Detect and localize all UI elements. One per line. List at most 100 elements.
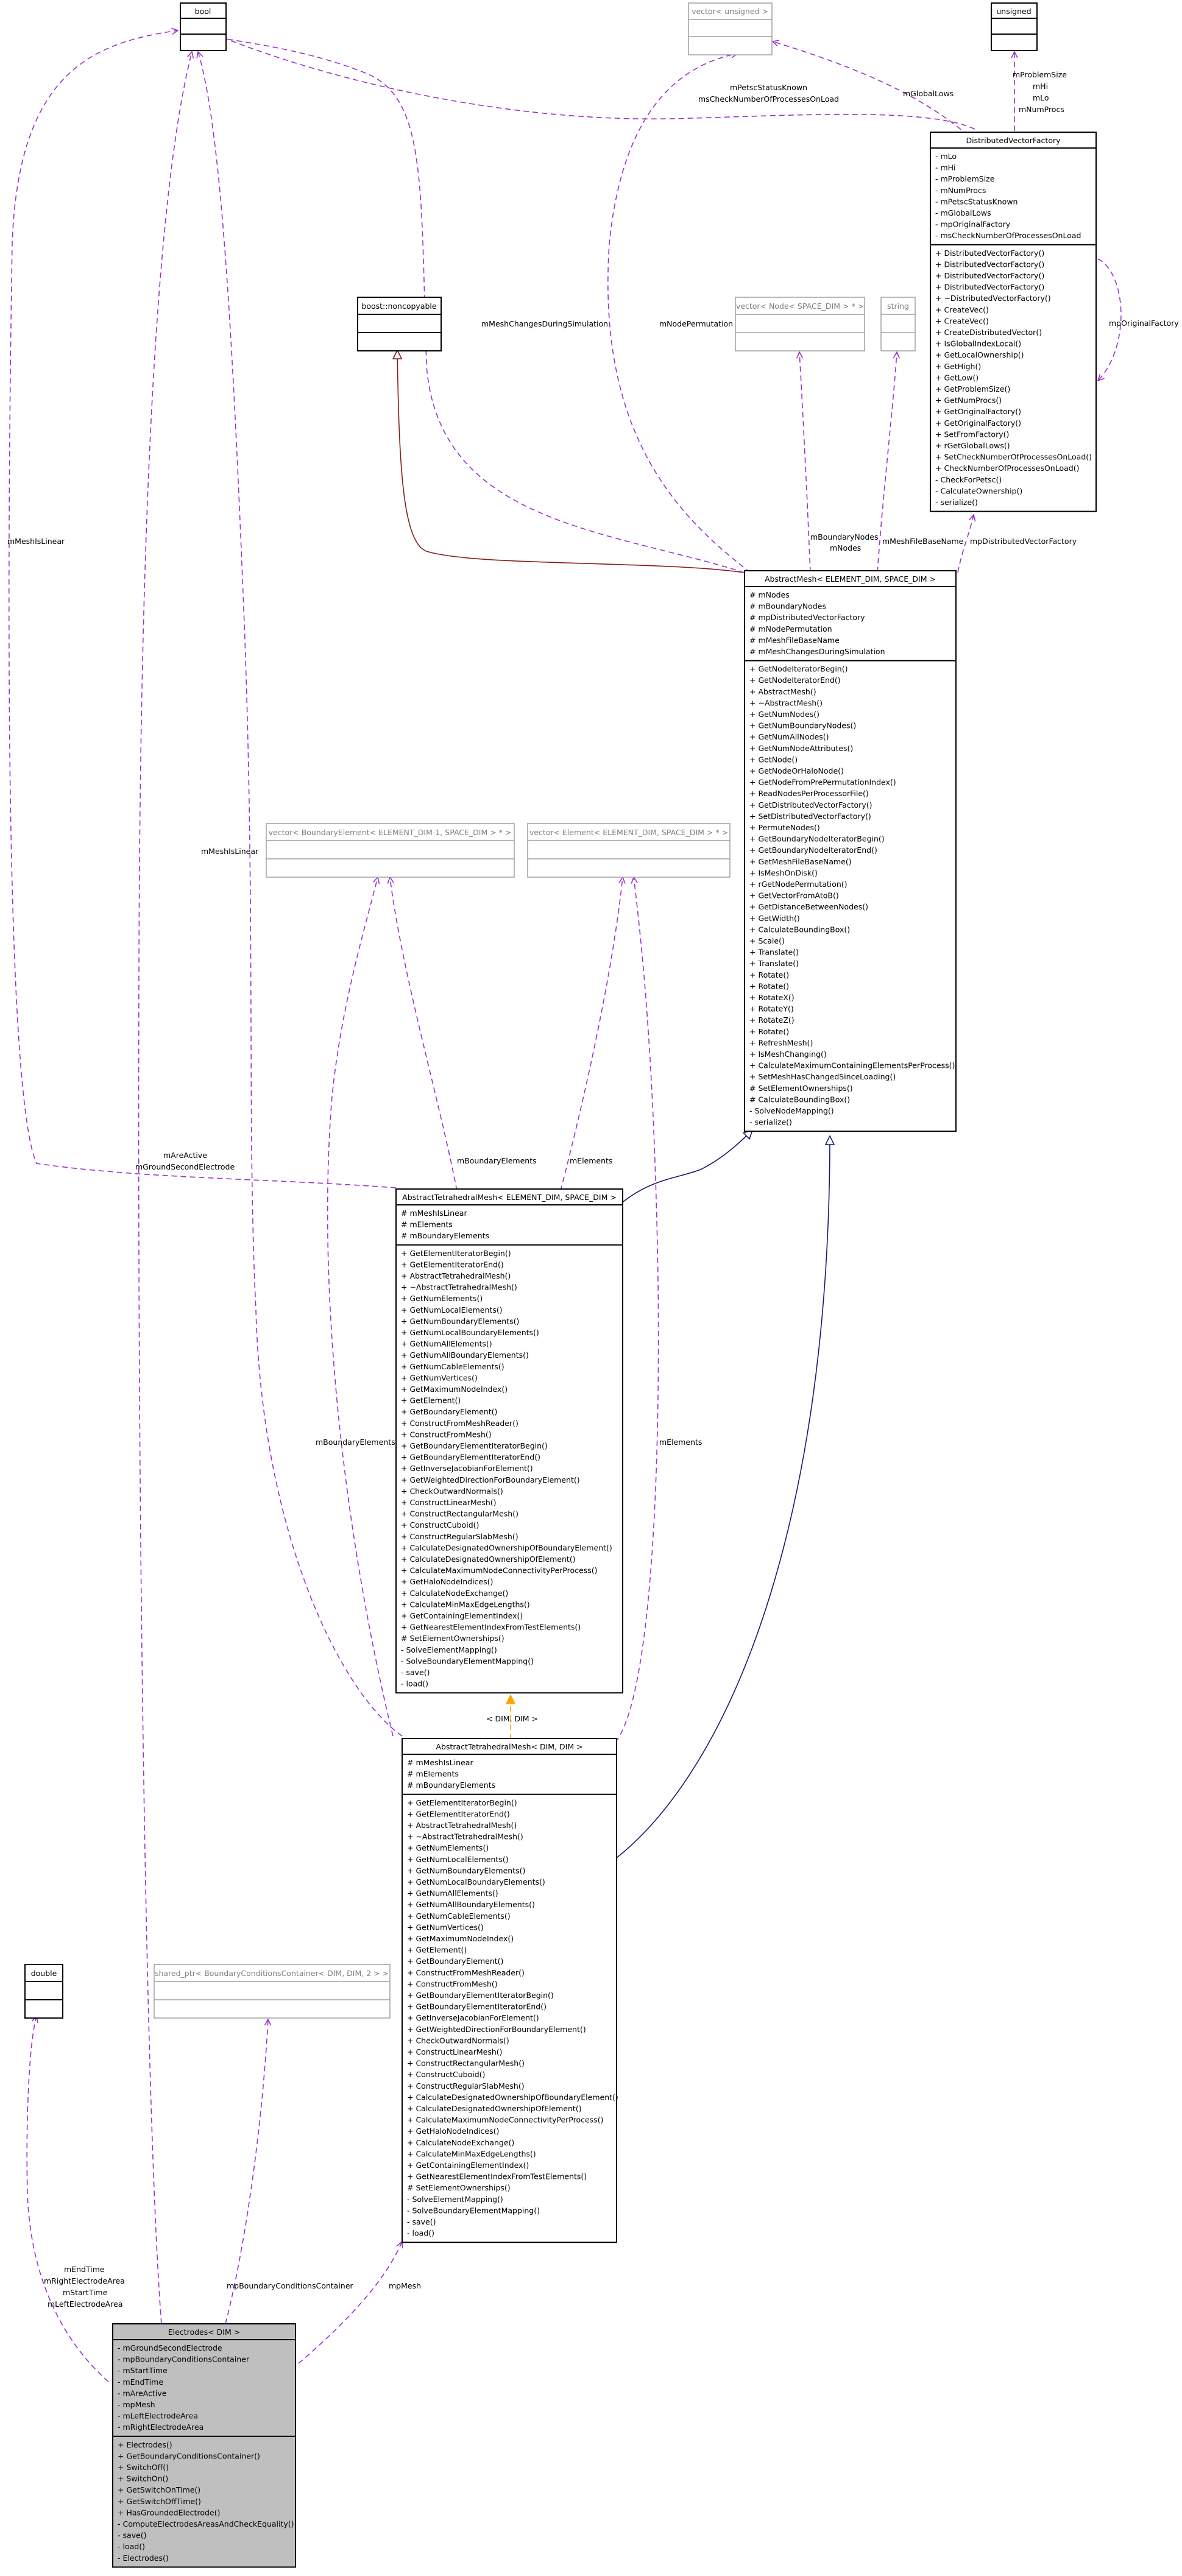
class-attribute: - mGlobalLows: [935, 208, 991, 217]
class-name: vector< Node< SPACE_DIM > * >: [736, 302, 864, 311]
class-method: + CalculateNodeExchange(): [407, 2138, 514, 2147]
edge-label: mElements: [659, 1438, 702, 1447]
class-abstract-mesh[interactable]: AbstractMesh< ELEMENT_DIM, SPACE_DIM ># …: [744, 570, 957, 1132]
class-name: AbstractTetrahedralMesh< DIM, DIM >: [436, 1742, 582, 1751]
class-method: - SolveBoundaryElementMapping(): [407, 2206, 540, 2215]
class-method: + ConstructFromMesh(): [407, 1979, 498, 1988]
class-method: + GetNumAllBoundaryElements(): [401, 1350, 529, 1360]
edge-tetra-dim-to-vector-boundary: [327, 877, 394, 1737]
class-method: + RotateX(): [749, 993, 794, 1002]
class-vector-element[interactable]: vector< Element< ELEMENT_DIM, SPACE_DIM …: [527, 823, 731, 878]
edge-tetra-tmpl-to-vector-boundary: [390, 877, 458, 1191]
class-method: + ConstructFromMeshReader(): [407, 1968, 525, 1977]
edge-dvf-to-bool: [206, 30, 975, 130]
edge-label: mRightElectrodeArea: [44, 2276, 125, 2285]
edge-label: mHi: [1033, 82, 1048, 91]
class-method: + GetNumVertices(): [401, 1373, 478, 1382]
class-boost-noncopyable[interactable]: boost::noncopyable: [357, 297, 442, 351]
class-method: + RotateY(): [749, 1004, 794, 1014]
class-attribute: # mMeshIsLinear: [407, 1758, 473, 1767]
class-vector-boundary-element[interactable]: vector< BoundaryElement< ELEMENT_DIM-1, …: [266, 823, 515, 878]
class-name: boost::noncopyable: [361, 302, 436, 311]
class-method: + GetBoundaryElementIteratorBegin(): [401, 1441, 548, 1450]
class-method: + SetFromFactory(): [935, 429, 1009, 439]
class-method: + CalculateMaximumContainingElementsPerP…: [749, 1061, 955, 1070]
class-method: + IsMeshOnDisk(): [749, 868, 818, 877]
class-method: + Rotate(): [749, 970, 789, 979]
class-method: + SwitchOn(): [118, 2474, 168, 2483]
class-method: + GetElementIteratorBegin(): [407, 1798, 517, 1807]
class-method: + GetMaximumNodeIndex(): [407, 1934, 514, 1943]
edge-label: mpOriginalFactory: [1109, 319, 1179, 328]
edge-tetra-tmpl-to-vector-element: [560, 877, 623, 1191]
class-double[interactable]: double: [24, 1964, 63, 2019]
class-electrodes[interactable]: Electrodes< DIM >- mGroundSecondElectrod…: [112, 2323, 296, 2568]
class-attribute: # mMeshFileBaseName: [749, 635, 840, 644]
class-abstract-tetrahedral-mesh-dim[interactable]: AbstractTetrahedralMesh< DIM, DIM > # mMe…: [402, 1738, 618, 2243]
class-method: + ConstructRectangularMesh(): [407, 2059, 525, 2068]
class-method: + ConstructFromMeshReader(): [401, 1419, 518, 1428]
class-method: + SwitchOff(): [118, 2463, 169, 2472]
class-method: + ~DistributedVectorFactory(): [935, 294, 1051, 303]
edge-label: mMeshChangesDuringSimulation: [481, 319, 608, 328]
edge-label: mNodes: [830, 543, 861, 552]
class-method: + CalculateMaximumNodeConnectivityPerPro…: [401, 1566, 597, 1575]
class-method: + PermuteNodes(): [749, 823, 820, 832]
edge-tetra-dim-to-abstract-mesh: [616, 1136, 830, 1858]
class-name: bool: [195, 7, 211, 16]
class-vector-node[interactable]: vector< Node< SPACE_DIM > * >: [735, 297, 865, 351]
class-method: - save(): [401, 1668, 430, 1677]
class-method: + GetElementIteratorEnd(): [407, 1809, 510, 1818]
class-method: + GetElement(): [401, 1396, 461, 1405]
class-method: + GetVectorFromAtoB(): [749, 891, 839, 900]
class-vector-unsigned[interactable]: vector< unsigned >: [688, 2, 773, 55]
class-method: + GetElementIteratorBegin(): [401, 1249, 511, 1258]
class-bool[interactable]: bool: [180, 2, 227, 51]
class-method: + GetNumAllElements(): [401, 1339, 492, 1349]
class-method: + GetHaloNodeIndices(): [401, 1577, 493, 1586]
class-method: + SetDistributedVectorFactory(): [749, 811, 871, 820]
edge-electrodes-to-shared-ptr: [225, 2019, 268, 2324]
class-method: + IsMeshChanging(): [749, 1050, 827, 1059]
class-method: # SetElementOwnerships(): [401, 1634, 504, 1643]
class-method: + GetWidth(): [749, 914, 800, 923]
edge-label: mGlobalLows: [903, 89, 954, 98]
class-method: + GetNumLocalElements(): [401, 1305, 503, 1314]
class-method: + GetBoundaryElementIteratorEnd(): [407, 2002, 547, 2011]
class-method: + GetMeshFileBaseName(): [749, 857, 852, 866]
class-attribute: - mAreActive: [118, 2388, 167, 2398]
class-method: + GetBoundaryElement(): [401, 1407, 497, 1416]
class-unsigned[interactable]: unsigned: [991, 2, 1038, 51]
class-method: + ConstructRegularSlabMesh(): [407, 2081, 525, 2091]
class-method: + GetHigh(): [935, 362, 981, 371]
class-method: + CalculateNodeExchange(): [401, 1589, 508, 1598]
class-shared-ptr-bcc[interactable]: shared_ptr< BoundaryConditionsContainer<…: [154, 1964, 391, 2019]
class-method: + GetBoundaryNodeIteratorEnd(): [749, 845, 877, 855]
class-name: unsigned: [996, 7, 1031, 16]
class-method: + Rotate(): [749, 981, 789, 990]
edge-label: mMeshFileBaseName: [882, 537, 964, 546]
class-method: + GetNode(): [749, 755, 798, 764]
class-method: + GetDistanceBetweenNodes(): [749, 902, 868, 911]
edge-electrodes-to-bool: [138, 52, 192, 2324]
class-attribute: - mpBoundaryConditionsContainer: [118, 2355, 250, 2364]
class-method: + GetOriginalFactory(): [935, 418, 1021, 428]
class-attribute: - mpMesh: [118, 2400, 155, 2409]
edge-label: mNodePermutation: [659, 319, 733, 328]
class-method: - ComputeElectrodesAreasAndCheckEquality…: [118, 2519, 294, 2528]
class-string[interactable]: string: [880, 297, 916, 351]
class-name: string: [887, 302, 909, 311]
class-distributed-vector-factory[interactable]: DistributedVectorFactory- mLo- mHi- mPro…: [930, 132, 1097, 512]
edge-labels: mPetscStatusKnown msCheckNumberOfProcess…: [7, 70, 1179, 2309]
class-method: + Translate(): [749, 959, 799, 968]
class-abstract-tetrahedral-mesh-template[interactable]: AbstractTetrahedralMesh< ELEMENT_DIM, SP…: [395, 1188, 623, 1694]
class-method: + GetLow(): [935, 373, 979, 382]
class-name: AbstractTetrahedralMesh< ELEMENT_DIM, SP…: [402, 1193, 617, 1202]
class-method: + GetNumVertices(): [407, 1922, 484, 1932]
class-method: + ~AbstractMesh(): [749, 698, 823, 707]
class-method: + Electrodes(): [118, 2440, 172, 2449]
edge-label: mpBoundaryConditionsContainer: [227, 2281, 353, 2290]
class-method: + ConstructRegularSlabMesh(): [401, 1532, 518, 1541]
class-method: + GetNumBoundaryElements(): [407, 1866, 525, 1875]
